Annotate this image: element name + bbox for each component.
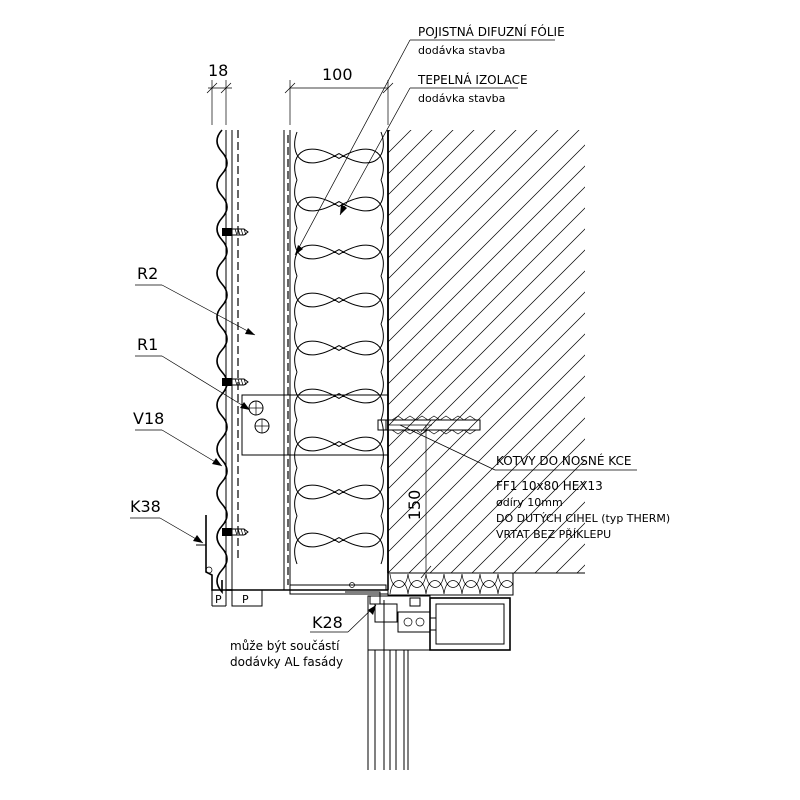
membrane-title: POJISTNÁ DIFUZNÍ FÓLIE <box>418 24 565 39</box>
label-r2: R2 <box>137 264 158 283</box>
insulation-title: TEPELNÁ IZOLACE <box>417 72 528 87</box>
dimension-100 <box>284 80 394 125</box>
dimension-18-value: 18 <box>208 61 228 80</box>
screw-icon <box>222 228 249 536</box>
anchor-dowel <box>377 415 481 435</box>
masonry-wall <box>387 130 585 574</box>
label-k38: K38 <box>130 497 161 516</box>
base-profile <box>211 584 388 607</box>
label-k28: K28 <box>312 613 343 632</box>
k28-note-line2: dodávky AL fasády <box>230 655 343 669</box>
k28-note-line1: může být součástí <box>230 639 340 653</box>
flashing-k38 <box>196 515 232 591</box>
dimension-100-value: 100 <box>322 65 353 84</box>
anchor-spec-1: FF1 10x80 HEX13 <box>496 479 603 493</box>
label-r1: R1 <box>137 335 158 354</box>
dimension-150-value: 150 <box>405 490 424 521</box>
bracket-box <box>241 394 389 456</box>
corrugated-sheet-v18 <box>216 129 228 595</box>
p-tag-2: P <box>242 593 249 606</box>
anchor-title: KOTVY DO NOSNÉ KCE <box>496 453 631 468</box>
window-head-insulation <box>387 572 585 596</box>
membrane-supply: dodávka stavba <box>418 44 505 57</box>
subframe-profile <box>225 130 285 590</box>
anchor-spec-3: DO DUTÝCH CIHEL (typ THERM) <box>496 512 670 525</box>
dimension-18 <box>206 80 232 125</box>
anchor-spec-4: VRTAT BEZ PŘÍKLEPU <box>496 528 611 541</box>
anchor-spec-2: ødíry 10mm <box>496 496 563 509</box>
p-tag-1: P <box>215 593 222 606</box>
aluminium-window-frame <box>345 582 511 770</box>
thermal-insulation <box>289 130 389 590</box>
insulation-supply: dodávka stavba <box>418 92 505 105</box>
label-v18: V18 <box>133 409 164 428</box>
